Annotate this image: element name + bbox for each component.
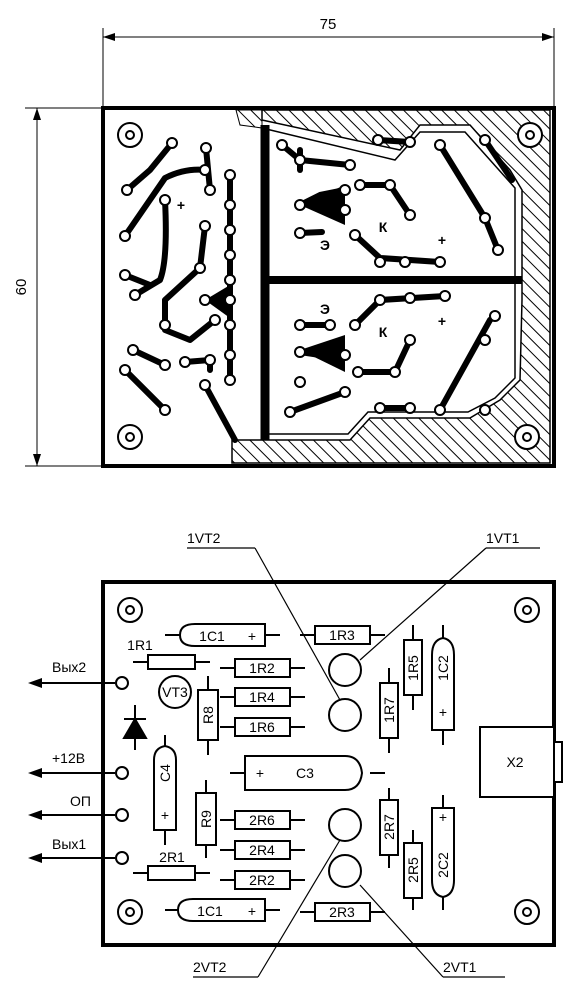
- width-dimension-label: 75: [320, 16, 337, 33]
- pcb-label-emitter: Э: [320, 301, 330, 317]
- pcb-traces-board: + Э К + Э К +: [101, 106, 556, 468]
- plus-mark: +: [248, 628, 256, 644]
- plus-mark: +: [161, 807, 169, 823]
- terminal-12v-label: +12В: [52, 750, 85, 766]
- label-2r1: 2R1: [159, 849, 185, 865]
- callout-1vt2: 1VT2: [187, 530, 221, 546]
- terminal-out1-label: Вых1: [52, 836, 86, 852]
- callout-1vt1: 1VT1: [486, 530, 520, 546]
- callout-2vt2: 2VT2: [193, 959, 227, 975]
- plus-mark: +: [439, 809, 447, 825]
- label-2r4: 2R4: [249, 842, 275, 858]
- label-2c2: 2C2: [435, 852, 451, 878]
- plus-mark: +: [248, 903, 256, 919]
- assembly-board: 1VT2 1VT1 2VT2 2VT1: [28, 530, 563, 978]
- label-2r5: 2R5: [405, 857, 421, 883]
- label-1r6: 1R6: [249, 719, 275, 735]
- callout-2vt1: 2VT1: [443, 959, 477, 975]
- height-dimension-label: 60: [13, 279, 30, 296]
- diode-symbol: [122, 705, 148, 750]
- label-1r1: 1R1: [127, 637, 153, 653]
- plus-mark: +: [439, 704, 447, 720]
- label-2r6: 2R6: [249, 812, 275, 828]
- terminal-out2-label: Вых2: [52, 659, 86, 675]
- label-r9: R9: [198, 810, 214, 828]
- dimension-lines: 75 60: [13, 16, 555, 467]
- pcb-label-plus: +: [438, 232, 446, 248]
- label-1r3-top: 1R3: [329, 627, 355, 643]
- terminal-op-label: ОП: [70, 793, 91, 809]
- pcb-label-emitter: Э: [320, 237, 330, 253]
- label-r8: R8: [200, 706, 216, 724]
- pcb-label-plus: +: [177, 197, 185, 213]
- label-c3: C3: [296, 765, 314, 781]
- terminal-outputs: Вых2 +12В ОП Вых1: [28, 659, 129, 865]
- label-2r7: 2R7: [381, 814, 397, 840]
- label-1r4: 1R4: [249, 689, 275, 705]
- label-x2: X2: [506, 754, 523, 770]
- label-1c2: 1C2: [435, 655, 451, 681]
- label-2r3: 2R3: [329, 904, 355, 920]
- label-1c1-bottom: 1C1: [197, 903, 223, 919]
- plus-mark: +: [256, 765, 264, 781]
- pcb-label-plus: +: [438, 313, 446, 329]
- label-vt3: VT3: [162, 684, 188, 700]
- label-1r2: 1R2: [249, 660, 275, 676]
- label-1r7: 1R7: [381, 697, 397, 723]
- pcb-label-collector: К: [379, 219, 388, 235]
- pcb-label-collector: К: [379, 324, 388, 340]
- label-1r5: 1R5: [405, 655, 421, 681]
- label-2r2: 2R2: [249, 872, 275, 888]
- label-1c1-top: 1C1: [199, 628, 225, 644]
- label-c4: C4: [157, 764, 173, 782]
